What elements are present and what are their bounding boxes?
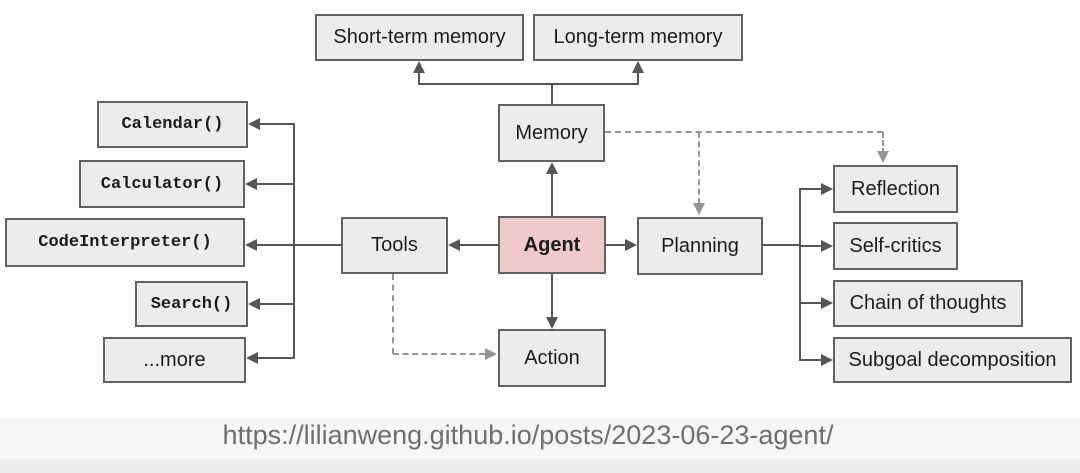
connector-to-long-term [637,70,639,84]
arrowhead-into-self-critics [821,240,833,252]
connector-planning-trunk [763,244,801,246]
node-label: Agent [523,233,581,256]
footer-background [0,418,1080,459]
branch-reflection [799,188,823,190]
connector-to-short-term [418,70,420,84]
arrowhead-into-short-term [413,61,425,73]
node-label: Calculator() [100,174,224,194]
arrowhead-into-more [246,352,258,364]
arrowhead-dashed-into-reflection [877,151,889,163]
trunk-planning-right [799,188,801,360]
arrowhead-into-calendar [248,118,260,130]
dashed-memory-to-reflection [882,132,884,154]
connector-agent-memory [551,172,553,216]
branch-calculator [256,183,295,185]
node-more-tools: ...more [103,337,246,383]
branch-more [257,357,295,359]
trunk-tools-left [293,123,295,359]
node-label: Reflection [851,177,940,200]
source-url-caption: https://lilianweng.github.io/posts/2023-… [222,420,834,450]
node-calculator-tool: Calculator() [79,160,245,208]
arrowhead-dashed-into-planning [693,203,705,215]
arrowhead-into-memory [546,162,558,174]
arrowhead-into-planning [625,239,637,251]
dashed-tools-to-action [393,353,485,355]
dashed-memory-to-planning [698,132,700,204]
node-label: Self-critics [849,234,942,257]
node-agent: Agent [498,216,606,274]
node-short-term-memory: Short-term memory [315,14,524,61]
connector-agent-planning [606,244,626,246]
connector-memory-bar [418,83,639,85]
node-label: Action [524,346,580,369]
branch-chain-of-thoughts [799,302,823,304]
node-chain-of-thoughts: Chain of thoughts [833,280,1023,327]
node-calendar-tool: Calendar() [97,101,248,148]
node-label: Chain of thoughts [849,292,1007,314]
footer-bottom-edge [0,459,1080,473]
connector-agent-action [551,274,553,318]
arrowhead-into-subgoal-decomposition [821,354,833,366]
node-code-interpreter-tool: CodeInterpreter() [5,218,245,267]
node-label: Long-term memory [553,26,723,48]
node-label: ...more [143,348,206,371]
arrowhead-into-tools [448,239,460,251]
node-label: Short-term memory [333,26,506,48]
arrowhead-into-search [248,298,260,310]
node-memory: Memory [498,104,605,162]
node-reflection: Reflection [833,165,958,213]
branch-subgoal-decomposition [799,359,823,361]
dashed-tools-down [392,274,394,354]
node-label: Tools [371,234,418,256]
node-action: Action [498,329,606,387]
node-label: Subgoal decomposition [848,348,1057,371]
node-label: Search() [150,294,233,314]
node-label: Planning [661,234,739,257]
node-label: Calendar() [121,115,224,134]
connector-memory-stem [551,84,553,104]
arrowhead-into-chain-of-thoughts [821,297,833,309]
arrowhead-into-calculator [245,178,257,190]
arrowhead-into-long-term [632,61,644,73]
branch-calendar [259,123,295,125]
node-label: Memory [515,121,588,144]
node-long-term-memory: Long-term memory [533,14,743,61]
dashed-memory-horizontal [605,131,883,133]
node-tools: Tools [341,217,448,274]
node-label: CodeInterpreter() [38,233,212,252]
node-search-tool: Search() [135,281,248,327]
arrowhead-into-reflection [821,183,833,195]
connector-tools-trunk [294,244,341,246]
arrowhead-dashed-into-action [485,348,497,360]
branch-code-interpreter [256,244,295,246]
node-planning: Planning [637,217,763,275]
branch-self-critics [799,245,823,247]
arrowhead-into-code-interpreter [245,239,257,251]
node-subgoal-decomposition: Subgoal decomposition [833,337,1072,383]
node-self-critics: Self-critics [833,222,958,270]
connector-agent-tools [458,244,498,246]
arrowhead-into-action [546,317,558,329]
branch-search [259,303,295,305]
